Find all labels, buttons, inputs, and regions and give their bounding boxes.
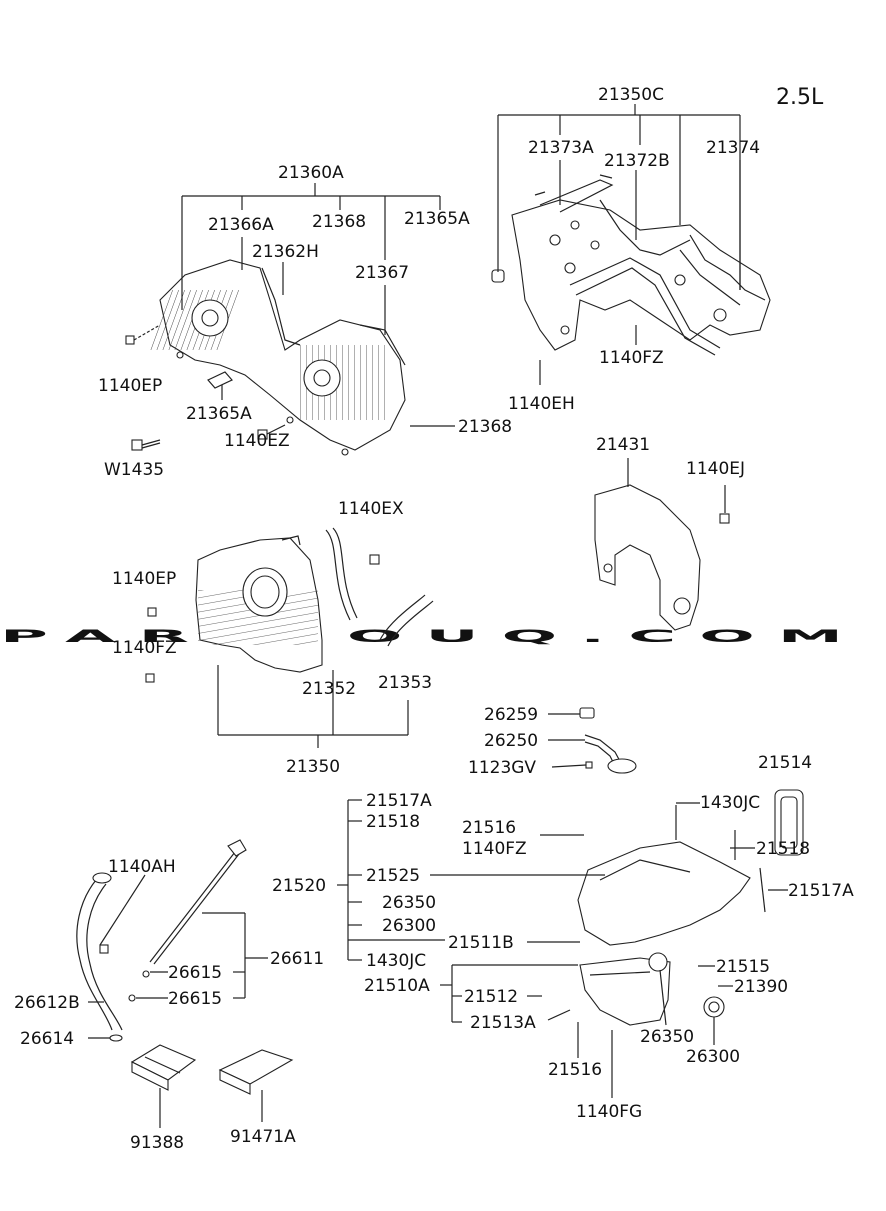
part-label[interactable]: 21517A (788, 881, 854, 901)
part-label[interactable]: 1140EJ (686, 459, 745, 479)
part-label[interactable]: 21353 (378, 673, 432, 693)
leader-lines (88, 104, 788, 1128)
part-label[interactable]: 26250 (484, 731, 538, 751)
bolt-1140ez-icon (257, 424, 286, 440)
part-label[interactable]: 1430JC (366, 951, 426, 971)
part-label[interactable]: 21510A (364, 976, 430, 996)
part-label[interactable]: 21352 (302, 679, 356, 699)
part-label[interactable]: 21518 (366, 812, 420, 832)
part-label[interactable]: 26612B (14, 993, 80, 1013)
part-label[interactable]: 1123GV (468, 758, 536, 778)
part-label[interactable]: 21366A (208, 215, 274, 235)
bolt-1140ep-lower-icon (147, 607, 157, 617)
part-label[interactable]: 21514 (758, 753, 812, 773)
bracket-21431-illustration (594, 484, 701, 631)
part-label[interactable]: 21516 (548, 1060, 602, 1080)
part-label[interactable]: 1140EX (338, 499, 404, 519)
part-label[interactable]: 21512 (464, 987, 518, 1007)
part-label[interactable]: 21372B (604, 151, 670, 171)
part-label[interactable]: 1140FG (576, 1102, 642, 1122)
part-label[interactable]: 26611 (270, 949, 324, 969)
part-label[interactable]: 26300 (382, 916, 436, 936)
timing-belt-cover-lower-illustration (195, 527, 434, 673)
part-label[interactable]: 26615 (168, 963, 222, 983)
part-label[interactable]: 1140FZ (599, 348, 664, 368)
part-label[interactable]: 1140EP (112, 569, 176, 589)
part-label[interactable]: 21350C (598, 85, 664, 105)
part-label[interactable]: 91388 (130, 1133, 184, 1153)
part-label[interactable]: 1140EZ (224, 431, 290, 451)
part-labels: 2.5L 21350C 21373A 21372B 21374 1140FZ 1… (14, 85, 854, 1153)
variant-label: 2.5L (776, 85, 824, 110)
rear-timing-cover-illustration (491, 174, 771, 356)
part-label[interactable]: W1435 (104, 460, 164, 480)
bolt-1140fz-lower-icon (145, 673, 155, 683)
oil-pickup-26250-illustration (579, 707, 637, 774)
part-label[interactable]: 21368 (458, 417, 512, 437)
bolt-1140ep-upper-icon (125, 324, 161, 345)
oil-pan-illustration (577, 789, 804, 1026)
part-label[interactable]: 21365A (404, 209, 470, 229)
part-label[interactable]: 21517A (366, 791, 432, 811)
bolt-w1435-icon (131, 439, 161, 451)
part-label[interactable]: 21390 (734, 977, 788, 997)
part-label[interactable]: 21431 (596, 435, 650, 455)
timing-belt-cover-upper-illustration (147, 259, 406, 456)
part-label[interactable]: 21520 (272, 876, 326, 896)
part-label[interactable]: 21511B (448, 933, 514, 953)
part-label[interactable]: 21525 (366, 866, 420, 886)
part-label[interactable]: 21367 (355, 263, 409, 283)
part-label[interactable]: 21374 (706, 138, 760, 158)
part-label[interactable]: 91471A (230, 1127, 296, 1147)
part-label[interactable]: 1140FZ (462, 839, 527, 859)
part-label[interactable]: 26615 (168, 989, 222, 1009)
part-label[interactable]: 21368 (312, 212, 366, 232)
part-label[interactable]: 26614 (20, 1029, 74, 1049)
part-label[interactable]: 21516 (462, 818, 516, 838)
part-label[interactable]: 21515 (716, 957, 770, 977)
part-label[interactable]: 26259 (484, 705, 538, 725)
part-label[interactable]: 21513A (470, 1013, 536, 1033)
part-label[interactable]: 21365A (186, 404, 252, 424)
part-label[interactable]: 26350 (382, 893, 436, 913)
bolt-1140ej-icon (719, 513, 730, 524)
part-label[interactable]: 1140FZ (112, 638, 177, 658)
part-label[interactable]: 1140AH (108, 857, 176, 877)
part-label[interactable]: 26350 (640, 1027, 694, 1047)
part-label[interactable]: 21373A (528, 138, 594, 158)
part-label[interactable]: 26300 (686, 1047, 740, 1067)
part-label[interactable]: 21360A (278, 163, 344, 183)
bolt-1140ex-icon (369, 554, 380, 565)
dipstick-tube-illustration (76, 839, 247, 1042)
part-label[interactable]: 1140EH (508, 394, 575, 414)
part-label[interactable]: 21362H (252, 242, 319, 262)
clip-91388-illustration (130, 1044, 197, 1091)
part-label[interactable]: 21518 (756, 839, 810, 859)
part-label[interactable]: 21350 (286, 757, 340, 777)
part-label[interactable]: 1140EP (98, 376, 162, 396)
part-label[interactable]: 1430JC (700, 793, 760, 813)
clip-91471a-illustration (218, 1049, 294, 1095)
